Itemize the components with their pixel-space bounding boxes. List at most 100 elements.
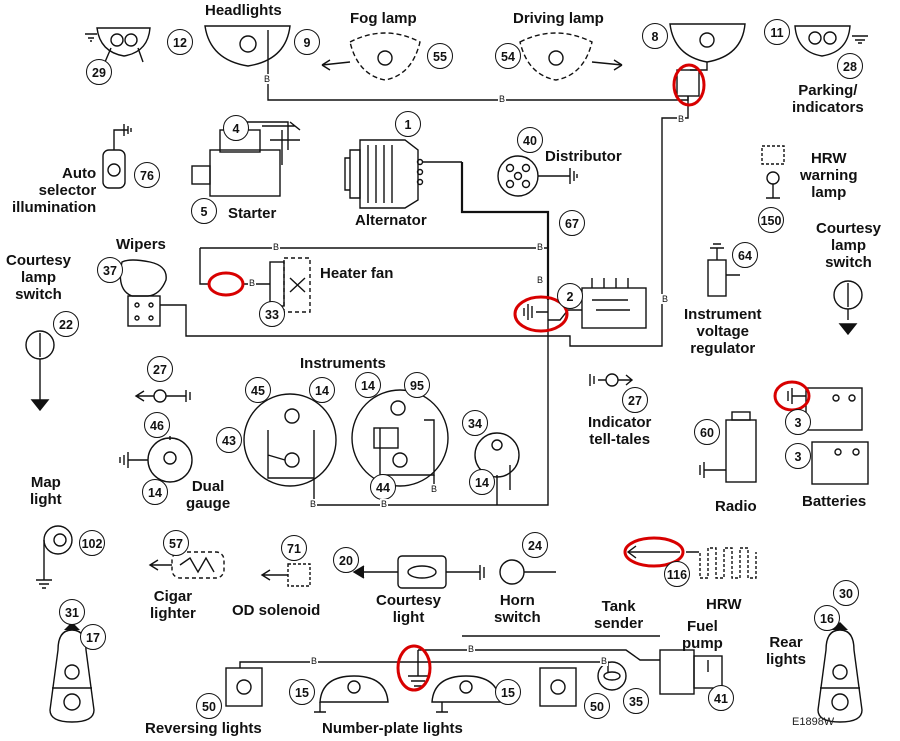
component-number: 14	[309, 377, 335, 403]
component-number: 1	[395, 111, 421, 137]
label-courtesy-light: Courtesy light	[376, 592, 442, 626]
component-number: 50	[584, 693, 610, 719]
component-number: 150	[758, 207, 784, 233]
wire-code: B	[600, 656, 609, 666]
instrument-gauge-left-icon	[243, 393, 337, 487]
label-instruments: Instruments	[300, 355, 386, 372]
label-distributor: Distributor	[545, 148, 622, 165]
label-cigar-lighter: Cigar lighter	[150, 588, 196, 622]
label-parking-indicators: Parking/ indicators	[792, 82, 864, 116]
label-map-light: Map light	[30, 474, 62, 508]
component-number: 76	[134, 162, 160, 188]
component-number: 71	[281, 535, 307, 561]
component-number: 14	[142, 479, 168, 505]
label-reversing-lights: Reversing lights	[145, 720, 262, 737]
component-number: 22	[53, 311, 79, 337]
component-number: 5	[191, 198, 217, 224]
wire-code: B	[248, 278, 257, 288]
fuse-block-icon	[581, 287, 647, 329]
highlight-rear-earth	[396, 644, 432, 692]
component-number: 14	[355, 372, 381, 398]
label-batteries: Batteries	[802, 493, 867, 510]
label-alternator: Alternator	[355, 212, 427, 229]
wire-code: B	[430, 484, 439, 494]
component-number: 37	[97, 257, 123, 283]
driving-lamp-icon	[519, 32, 593, 81]
fog-lamp-icon	[349, 32, 421, 81]
component-number: 44	[370, 474, 396, 500]
label-hrw: HRW	[706, 596, 742, 613]
label-horn-switch: Horn switch	[494, 592, 541, 626]
component-number: 15	[289, 679, 315, 705]
component-number: 24	[522, 532, 548, 558]
wire-code: B	[310, 656, 319, 666]
component-number: 67	[559, 210, 585, 236]
component-number: 30	[833, 580, 859, 606]
component-number: 43	[216, 427, 242, 453]
auto-selector-lamp-icon	[102, 149, 126, 189]
label-fog-lamp: Fog lamp	[350, 10, 417, 27]
number-plate-light-right-icon	[431, 675, 501, 703]
wire-code: B	[380, 499, 389, 509]
component-number: 14	[469, 469, 495, 495]
component-number: 54	[495, 43, 521, 69]
component-number: 15	[495, 679, 521, 705]
component-number: 102	[79, 530, 105, 556]
component-number: 40	[517, 127, 543, 153]
label-number-plate-lights: Number-plate lights	[322, 720, 463, 737]
diagram-code: E1898W	[792, 716, 835, 728]
wiper-motor-icon	[119, 259, 167, 297]
wire-code: B	[467, 644, 476, 654]
wire-code: B	[498, 94, 507, 104]
battery-lower-icon	[811, 441, 869, 485]
wire-code: B	[309, 499, 318, 509]
component-number: 35	[623, 688, 649, 714]
heater-fan-icon	[283, 257, 311, 313]
component-number: 12	[167, 29, 193, 55]
battery-upper-icon	[805, 387, 863, 431]
starter-icon	[209, 149, 281, 197]
component-number: 46	[144, 412, 170, 438]
fuel-pump-icon	[659, 649, 695, 695]
number-plate-light-left-icon	[319, 675, 389, 703]
component-number: 50	[196, 693, 222, 719]
instrument-gauge-centre-icon	[351, 389, 449, 487]
component-number: 2	[557, 283, 583, 309]
component-number: 34	[462, 410, 488, 436]
component-number: 16	[814, 605, 840, 631]
component-number: 3	[785, 409, 811, 435]
wire-code: B	[272, 242, 281, 252]
label-auto-selector: Auto selector illumination	[12, 165, 97, 216]
component-number: 11	[764, 19, 790, 45]
wire-code: B	[677, 114, 686, 124]
label-headlights: Headlights	[205, 2, 282, 19]
highlight-earth-point	[513, 295, 569, 333]
component-number: 57	[163, 530, 189, 556]
cigar-lighter-icon	[171, 551, 225, 579]
component-number: 41	[708, 685, 734, 711]
highlight-relay	[672, 63, 706, 107]
label-wipers: Wipers	[116, 236, 166, 253]
component-number: 28	[837, 53, 863, 79]
label-heater-fan: Heater fan	[320, 265, 394, 282]
reversing-light-left-icon	[225, 667, 263, 707]
dual-gauge-icon	[147, 437, 193, 483]
distributor-icon	[497, 155, 539, 197]
horn-switch-icon	[499, 559, 525, 585]
component-number: 95	[404, 372, 430, 398]
component-number: 33	[259, 301, 285, 327]
rear-lamp-right-icon	[817, 629, 863, 723]
heated-rear-window-icon	[696, 547, 757, 579]
component-number: 116	[664, 561, 690, 587]
component-number: 17	[80, 624, 106, 650]
label-indicator-telltales: Indicator tell-tales	[588, 414, 652, 448]
alternator-icon	[359, 139, 419, 209]
label-od-solenoid: OD solenoid	[232, 602, 321, 619]
instrument-voltage-regulator-icon	[707, 259, 727, 297]
reversing-light-right-icon	[539, 667, 577, 707]
label-radio: Radio	[715, 498, 757, 515]
component-number: 45	[245, 377, 271, 403]
component-number: 9	[294, 29, 320, 55]
